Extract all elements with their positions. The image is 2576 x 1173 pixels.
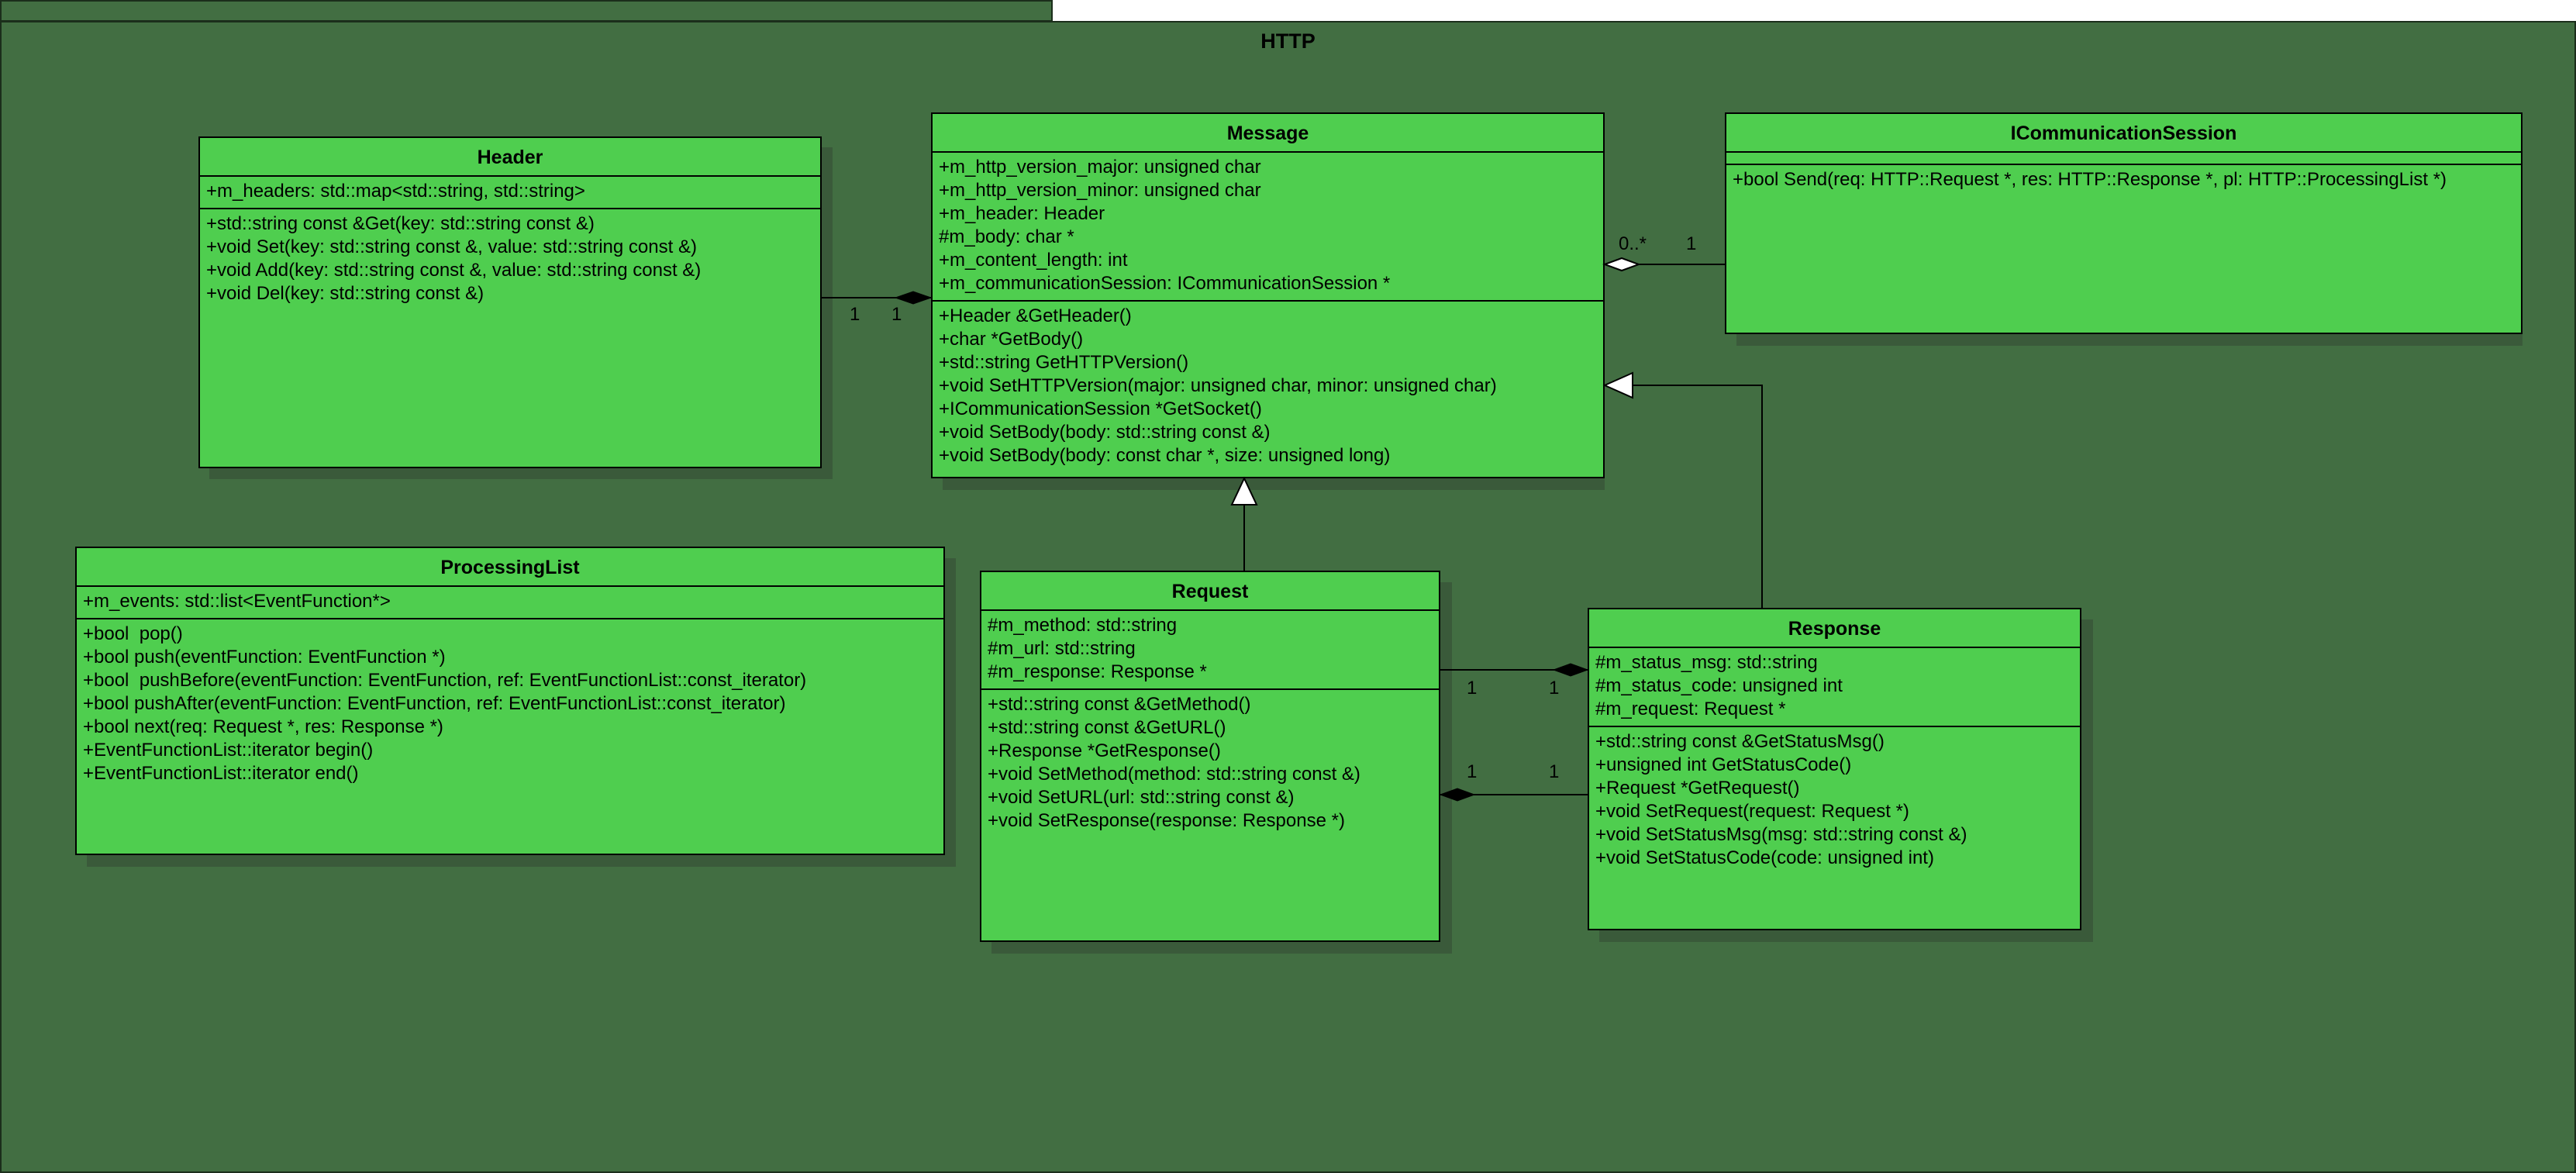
class-response[interactable]: Response #m_status_msg: std::string#m_st… — [1588, 608, 2081, 930]
class-name: ICommunicationSession — [1726, 114, 2521, 153]
attribute-row: +m_header: Header — [939, 203, 1105, 224]
aggregation-diamond-icon — [1602, 257, 1641, 272]
generalization-arrow-icon — [1602, 371, 1633, 399]
method-row: +void SetStatusMsg(msg: std::string cons… — [1595, 824, 1967, 845]
class-icommunicationsession[interactable]: ICommunicationSession +bool Send(req: HT… — [1725, 112, 2523, 334]
attribute-row: +m_content_length: int — [939, 250, 1128, 271]
attribute-row: +m_communicationSession: ICommunicationS… — [939, 273, 1391, 294]
attribute-row: +m_events: std::list<EventFunction*> — [83, 591, 391, 612]
composition-diamond-icon — [894, 291, 933, 305]
method-row: +EventFunctionList::iterator end() — [83, 763, 359, 784]
attributes-section: #m_method: std::string#m_url: std::strin… — [981, 611, 1439, 690]
method-row: +std::string GetHTTPVersion() — [939, 352, 1189, 373]
generalization-response-message — [1633, 385, 1763, 608]
class-name: Message — [933, 114, 1603, 153]
method-row: +void Set(key: std::string const &, valu… — [206, 236, 697, 257]
method-row: +void SetMethod(method: std::string cons… — [988, 764, 1360, 785]
class-request[interactable]: Request #m_method: std::string#m_url: st… — [980, 571, 1440, 942]
class-name: Response — [1589, 609, 2080, 648]
method-row: +std::string const &Get(key: std::string… — [206, 213, 595, 234]
method-row: +bool next(req: Request *, res: Response… — [83, 716, 443, 737]
class-processinglist[interactable]: ProcessingList +m_events: std::list<Even… — [75, 547, 945, 855]
method-row: +Header &GetHeader() — [939, 305, 1132, 326]
attributes-section: +m_events: std::list<EventFunction*> — [77, 587, 943, 619]
class-name: ProcessingList — [77, 548, 943, 587]
multiplicity-label: 1 — [1467, 678, 1478, 699]
multiplicity-label: 1 — [1549, 761, 1560, 782]
composition-diamond-icon — [1552, 663, 1589, 677]
method-row: +unsigned int GetStatusCode() — [1595, 754, 1852, 775]
attributes-section: +m_http_version_major: unsigned char+m_h… — [933, 153, 1603, 302]
method-row: +void SetHTTPVersion(major: unsigned cha… — [939, 375, 1497, 396]
method-row: +Request *GetRequest() — [1595, 778, 1800, 799]
method-row: +void SetBody(body: std::string const &) — [939, 422, 1271, 443]
class-name: Header — [200, 138, 820, 177]
method-row: +void SetStatusCode(code: unsigned int) — [1595, 847, 1934, 868]
methods-section: +bool Send(req: HTTP::Request *, res: HT… — [1726, 165, 2521, 196]
methods-section: +std::string const &GetStatusMsg()+unsig… — [1589, 727, 2080, 875]
generalization-arrow-icon — [1230, 476, 1258, 505]
method-row: +void SetRequest(request: Request *) — [1595, 801, 1909, 822]
methods-section: +std::string const &GetMethod()+std::str… — [981, 690, 1439, 837]
method-row: +std::string const &GetMethod() — [988, 694, 1251, 715]
attribute-row: +m_http_version_minor: unsigned char — [939, 180, 1261, 201]
class-name: Request — [981, 572, 1439, 611]
attribute-row: #m_status_code: unsigned int — [1595, 675, 1843, 696]
method-row: +Response *GetResponse() — [988, 740, 1221, 761]
method-row: +ICommunicationSession *GetSocket() — [939, 398, 1262, 419]
multiplicity-label: 1 — [1467, 761, 1478, 782]
method-row: +bool Send(req: HTTP::Request *, res: HT… — [1733, 169, 2447, 190]
method-row: +bool push(eventFunction: EventFunction … — [83, 647, 446, 668]
composition-diamond-icon — [1439, 788, 1476, 802]
package-title: HTTP — [1260, 29, 1316, 53]
method-row: +void SetBody(body: const char *, size: … — [939, 445, 1391, 466]
method-row: +void Add(key: std::string const &, valu… — [206, 260, 702, 281]
attribute-row: #m_body: char * — [939, 226, 1074, 247]
multiplicity-label: 1 — [891, 304, 902, 325]
attribute-row: #m_status_msg: std::string — [1595, 652, 1818, 673]
class-header[interactable]: Header +m_headers: std::map<std::string,… — [198, 136, 822, 468]
attribute-row: +m_headers: std::map<std::string, std::s… — [206, 181, 585, 202]
attribute-row: #m_url: std::string — [988, 638, 1136, 659]
method-row: +bool pushBefore(eventFunction: EventFun… — [83, 670, 807, 691]
method-row: +void Del(key: std::string const &) — [206, 283, 485, 304]
methods-section: +std::string const &Get(key: std::string… — [200, 209, 820, 310]
attributes-section — [1726, 153, 2521, 165]
methods-section: +bool pop() +bool push(eventFunction: Eve… — [77, 619, 943, 790]
multiplicity-label: 1 — [850, 304, 860, 325]
methods-section: +Header &GetHeader() +char *GetBody()+std… — [933, 302, 1603, 472]
method-row: +char *GetBody() — [939, 329, 1084, 350]
method-row: +bool pushAfter(eventFunction: EventFunc… — [83, 693, 786, 714]
method-row: +void SetURL(url: std::string const &) — [988, 787, 1295, 808]
attributes-section: #m_status_msg: std::string#m_status_code… — [1589, 648, 2080, 727]
multiplicity-label: 1 — [1549, 678, 1560, 699]
method-row: +void SetResponse(response: Response *) — [988, 810, 1345, 831]
multiplicity-label: 0..* — [1619, 233, 1647, 254]
attributes-section: +m_headers: std::map<std::string, std::s… — [200, 177, 820, 209]
method-row: +std::string const &GetURL() — [988, 717, 1226, 738]
class-message[interactable]: Message +m_http_version_major: unsigned … — [931, 112, 1605, 478]
attribute-row: +m_http_version_major: unsigned char — [939, 157, 1261, 178]
attribute-row: #m_request: Request * — [1595, 699, 1786, 719]
method-row: +bool pop() — [83, 623, 183, 644]
method-row: +std::string const &GetStatusMsg() — [1595, 731, 1885, 752]
attribute-row: #m_method: std::string — [988, 615, 1178, 636]
multiplicity-label: 1 — [1686, 233, 1697, 254]
method-row: +EventFunctionList::iterator begin() — [83, 740, 374, 761]
attribute-row: #m_response: Response * — [988, 661, 1207, 682]
